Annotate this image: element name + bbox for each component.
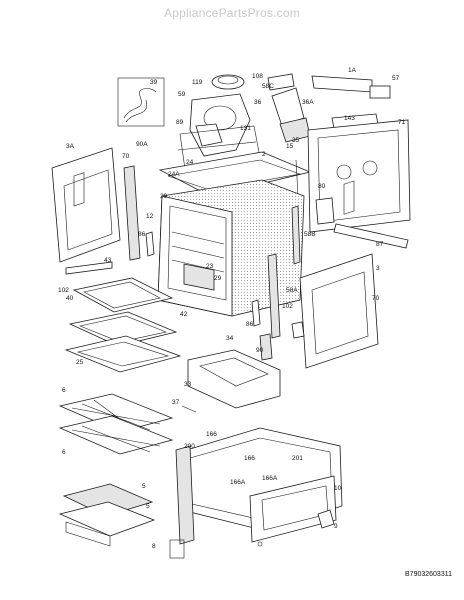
callout-5: 5 xyxy=(146,503,150,510)
part-oven-cavity xyxy=(157,179,305,317)
part-blower-assembly xyxy=(177,93,263,177)
callout-29: 29 xyxy=(214,275,222,282)
callout-39: 39 xyxy=(150,79,158,86)
callout-80: 80 xyxy=(318,183,326,190)
callout-200: 200 xyxy=(184,443,195,450)
callout-166A: 166A xyxy=(230,479,246,486)
callout-34: 34 xyxy=(226,335,234,342)
callout-86: 86 xyxy=(138,231,146,238)
callout-90: 90 xyxy=(256,347,264,354)
callout-108: 108 xyxy=(252,73,263,80)
callout-102: 102 xyxy=(282,303,293,310)
callout-25: 25 xyxy=(76,359,84,366)
callout-58C: 58C xyxy=(262,83,274,90)
part-bracket-80 xyxy=(315,197,335,225)
callout-33: 33 xyxy=(184,381,192,388)
callout-166: 166 xyxy=(244,455,255,462)
part-wire-harness xyxy=(117,77,165,127)
callout-36: 36 xyxy=(254,99,262,106)
part-duct-36 xyxy=(271,87,305,127)
callout-71: 71 xyxy=(398,119,406,126)
part-drip-pan xyxy=(72,277,174,313)
part-oven-rack-lower xyxy=(58,415,174,455)
part-sensor-15 xyxy=(295,159,299,197)
callout-87: 87 xyxy=(376,241,384,248)
callout-24: 24 xyxy=(186,159,194,166)
callout-1A: 1A xyxy=(348,67,357,74)
part-rear-panel-71 xyxy=(307,119,411,233)
callout-166A: 166A xyxy=(262,475,278,482)
part-fastener-box xyxy=(169,539,185,559)
callout-8: 8 xyxy=(152,543,156,550)
callout-58A: 58A xyxy=(286,287,298,294)
part-strip-58b xyxy=(291,205,301,265)
callout-102: 102 xyxy=(58,287,69,294)
callout-29: 29 xyxy=(160,193,168,200)
callout-5: 5 xyxy=(142,483,146,490)
part-strip-58a xyxy=(267,253,281,339)
callout-119: 119 xyxy=(192,79,203,86)
callout-201: 201 xyxy=(292,455,303,462)
document-code: B79032603311 xyxy=(405,571,452,578)
part-bracket-58c xyxy=(267,73,295,91)
part-convection-fan xyxy=(211,74,245,90)
callout-131: 131 xyxy=(240,125,251,132)
callout-58B: 58B xyxy=(304,231,316,238)
part-drawer-element-33 xyxy=(187,349,281,409)
callout-43: 43 xyxy=(104,257,112,264)
part-bracket-86-left xyxy=(145,231,155,257)
watermark: AppliancePartsPros.com xyxy=(164,6,300,20)
callout-36A: 36A xyxy=(302,99,314,106)
part-rail-102-left xyxy=(65,261,113,275)
callout-15: 15 xyxy=(286,143,294,150)
part-90-strip xyxy=(259,333,273,361)
callout-42: 42 xyxy=(180,311,188,318)
part-side-panel-3 xyxy=(299,180,379,369)
callout-35: 35 xyxy=(292,137,300,144)
callout-6: 6 xyxy=(62,449,66,456)
callout-70: 70 xyxy=(122,153,130,160)
part-screw-37 xyxy=(181,405,197,413)
callout-12: 12 xyxy=(146,213,154,220)
callout-166: 166 xyxy=(206,431,217,438)
part-rear-top-panel-1a xyxy=(311,75,373,93)
callout-9: 9 xyxy=(334,523,338,530)
callout-90A: 90A xyxy=(136,141,148,148)
callout-24A: 24A xyxy=(168,171,180,178)
part-rail-87 xyxy=(333,223,409,249)
part-bracket-102-right xyxy=(291,321,305,339)
part-broil-pan-grid xyxy=(58,483,156,547)
part-strip-90a xyxy=(123,165,141,261)
callout-37: 37 xyxy=(172,399,180,406)
part-tray-25 xyxy=(64,335,182,373)
callout-59: 59 xyxy=(178,91,186,98)
callout-86: 86 xyxy=(246,321,254,328)
callout-89: 89 xyxy=(176,119,184,126)
callout-40: 40 xyxy=(66,295,74,302)
part-side-panel-3a xyxy=(51,147,121,263)
callout-3: 3 xyxy=(376,265,380,272)
callout-6: 6 xyxy=(62,387,66,394)
callout-2: 2 xyxy=(262,151,266,158)
part-clip-170 xyxy=(317,509,335,529)
part-tray-40 xyxy=(68,311,178,347)
part-bracket-86-right xyxy=(251,299,261,327)
callout-143: 143 xyxy=(344,115,355,122)
callout-3A: 3A xyxy=(66,143,75,150)
part-storage-drawer xyxy=(175,427,343,545)
callout-23: 23 xyxy=(206,263,214,270)
part-screw-5 xyxy=(257,541,263,547)
callout-57: 57 xyxy=(392,75,400,82)
callout-10: 10 xyxy=(334,485,342,492)
part-57-module xyxy=(369,85,391,99)
callout-70: 70 xyxy=(372,295,380,302)
